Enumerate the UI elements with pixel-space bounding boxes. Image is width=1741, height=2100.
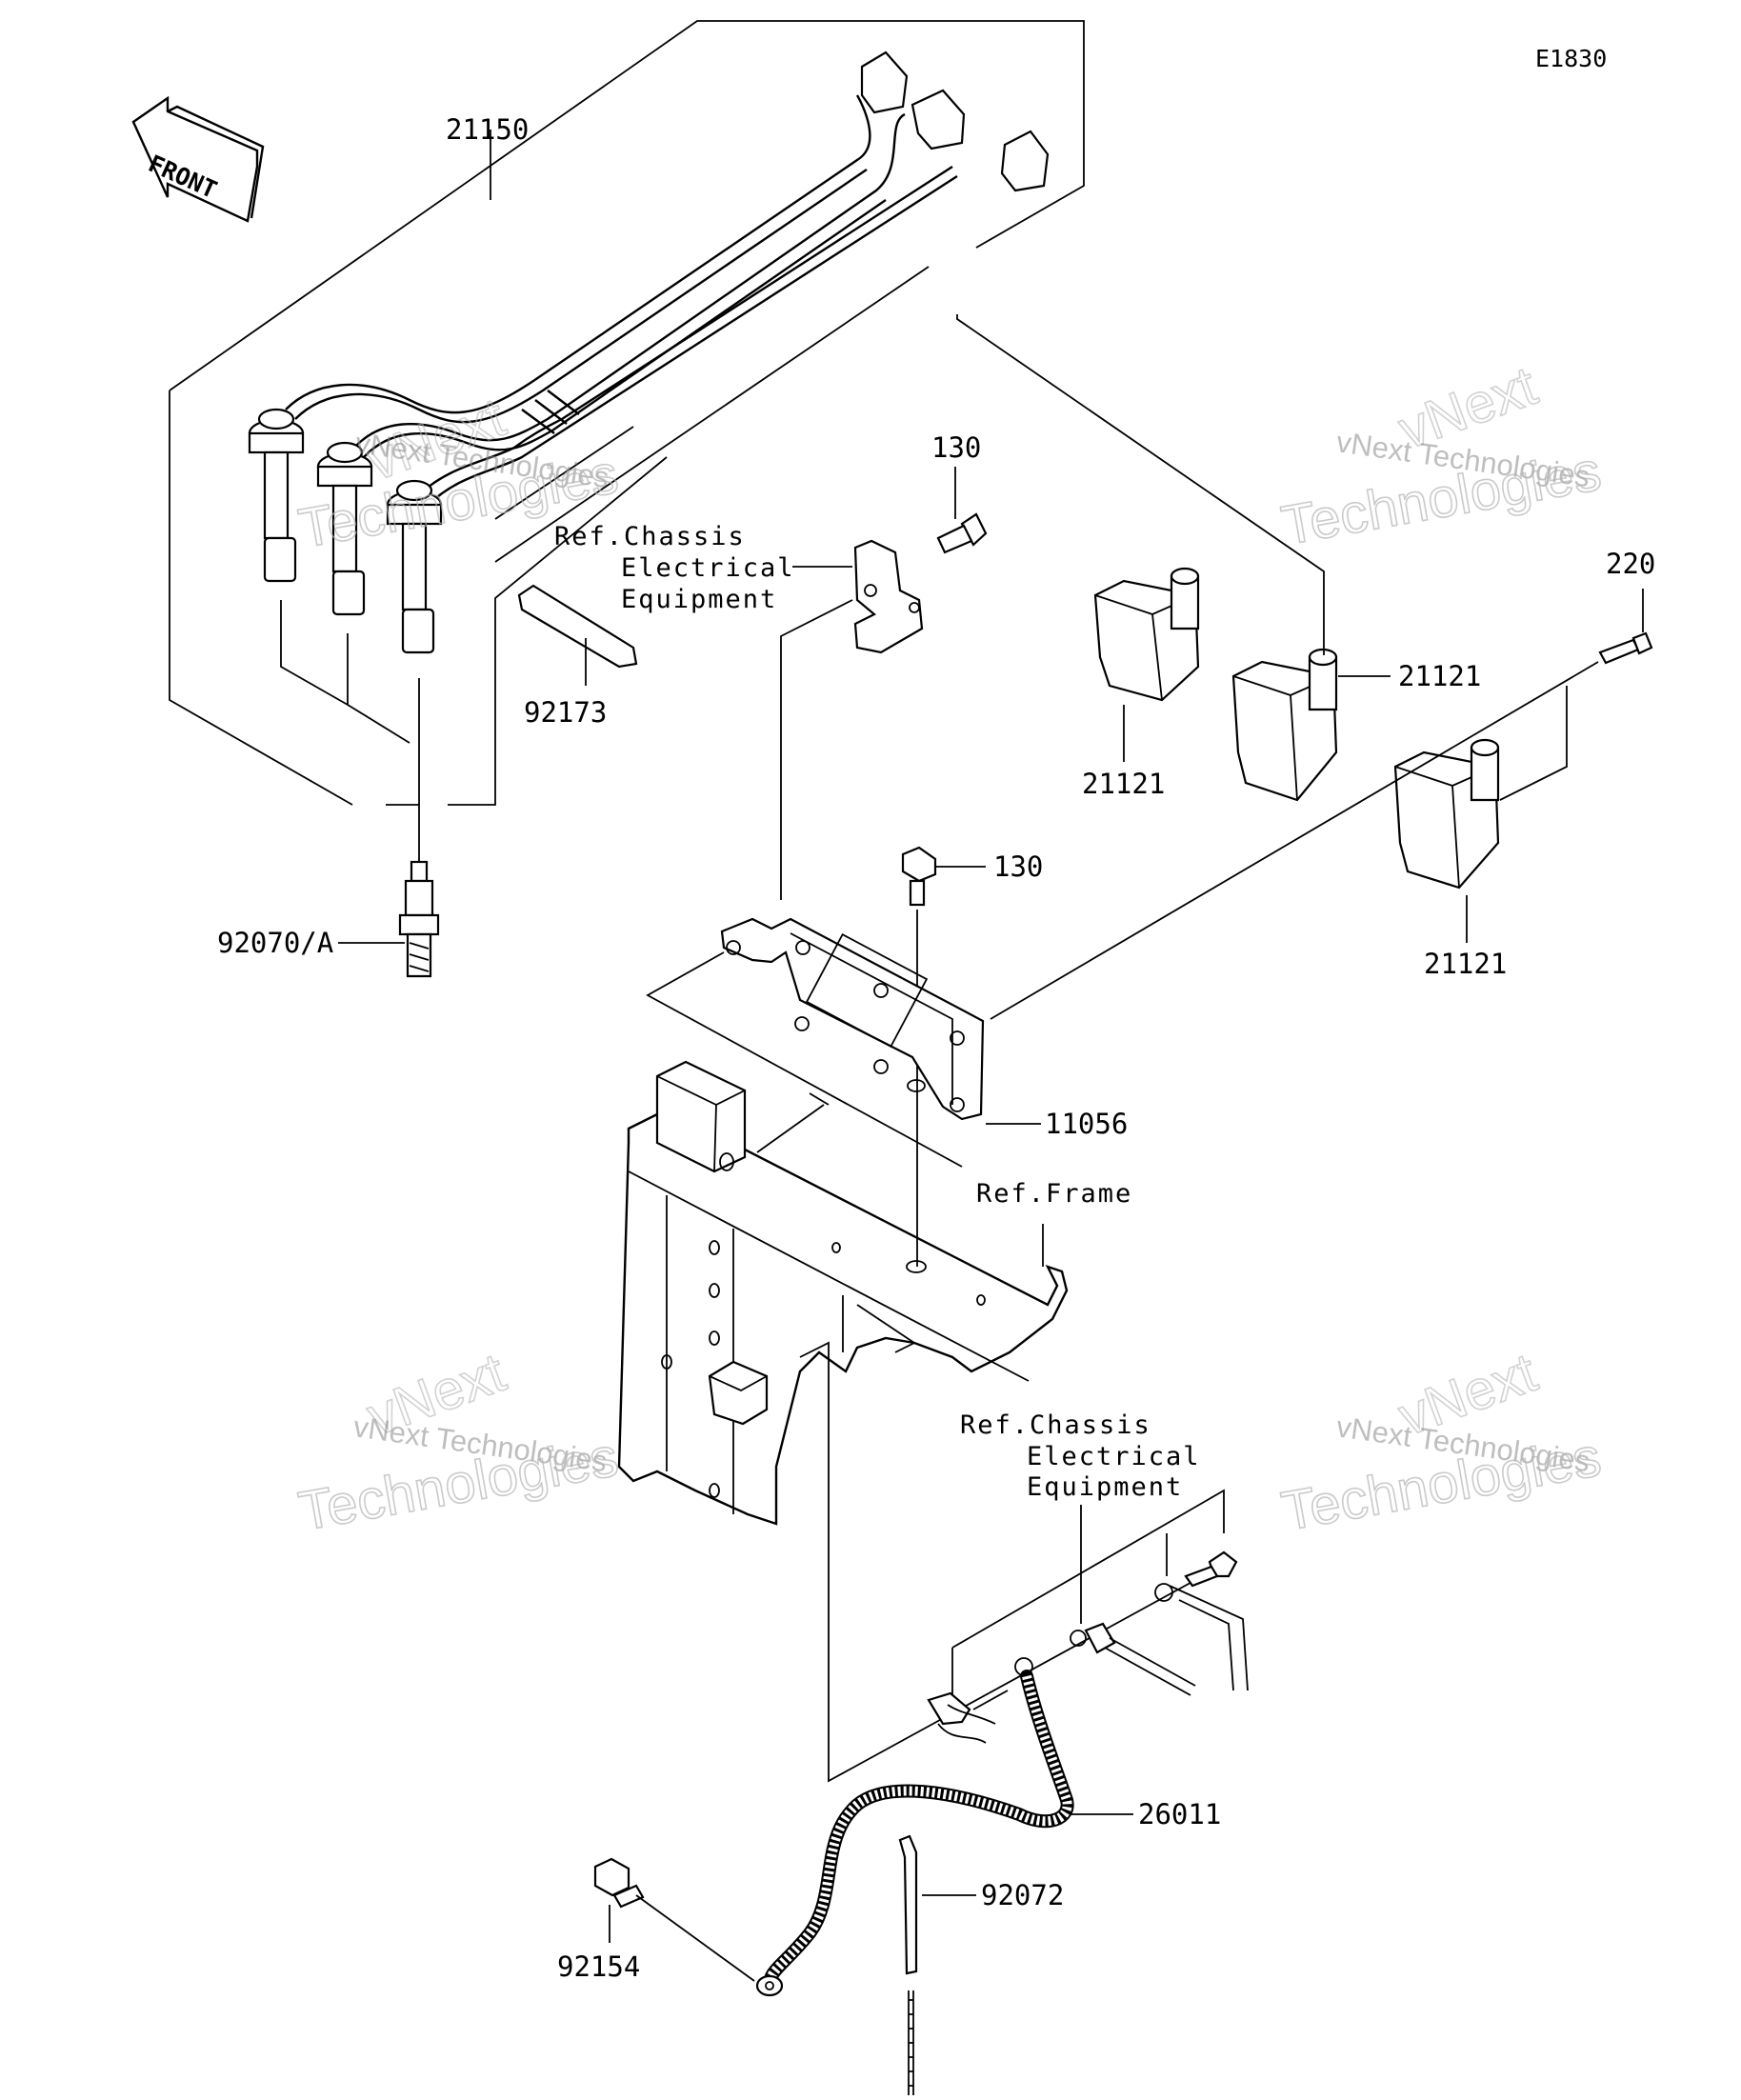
ref-chassis-bottom-1: Ref.Chassis	[960, 1410, 1151, 1440]
spark-plug-92070	[338, 678, 440, 978]
ref-chassis-top-2: Electrical	[621, 553, 795, 583]
ignition-coil-2	[956, 314, 1391, 802]
ref-chassis-bottom-2: Electrical	[1027, 1442, 1201, 1471]
ground-cable-26011	[755, 1657, 1133, 1997]
label-21121-left: 21121	[1082, 768, 1165, 800]
ref-chassis-top-1: Ref.Chassis	[554, 522, 746, 551]
front-arrow-icon: FRONT	[131, 95, 265, 223]
bracket-11056	[646, 917, 1041, 1168]
watermark-2: vNext vNext Technologies Technologies	[1276, 354, 1606, 558]
bolt-130-top	[936, 467, 988, 554]
chassis-bracket-top	[780, 539, 924, 900]
bolt-130-middle	[901, 846, 986, 1267]
diagram-code: E1830	[1535, 45, 1607, 72]
watermark-4: vNext vNext Technologies Technologies	[1276, 1341, 1606, 1544]
ignition-coil-3	[1393, 738, 1500, 943]
chassis-ground-area	[927, 1489, 1249, 1744]
bolt-220	[990, 589, 1653, 1020]
label-21121-bottom: 21121	[1424, 948, 1507, 980]
label-21121-right: 21121	[1398, 660, 1481, 692]
label-11056: 11056	[1045, 1108, 1128, 1140]
label-92070a: 92070/A	[217, 927, 333, 959]
ref-chassis-top-3: Equipment	[621, 585, 777, 614]
label-220: 220	[1606, 548, 1655, 580]
label-92072: 92072	[981, 1879, 1064, 1911]
frame-section	[617, 1060, 1230, 1783]
watermark-3: vNext vNext Technologies Technologies	[293, 1341, 623, 1544]
front-label: FRONT	[145, 150, 222, 204]
cable-tie-92072	[898, 1834, 976, 2095]
bolt-92154	[593, 1857, 755, 1982]
ref-chassis-bottom-3: Equipment	[1027, 1472, 1183, 1502]
label-21150: 21150	[446, 113, 529, 146]
label-26011: 26011	[1138, 1798, 1221, 1830]
ref-frame: Ref.Frame	[976, 1179, 1132, 1209]
ignition-coil-1	[1093, 567, 1200, 762]
label-130-middle: 130	[993, 850, 1043, 883]
label-92154: 92154	[557, 1950, 640, 1983]
plug-lead-assembly	[169, 20, 1085, 806]
label-130-top: 130	[931, 431, 981, 464]
strap-92173	[517, 584, 638, 686]
label-92173: 92173	[524, 696, 607, 729]
